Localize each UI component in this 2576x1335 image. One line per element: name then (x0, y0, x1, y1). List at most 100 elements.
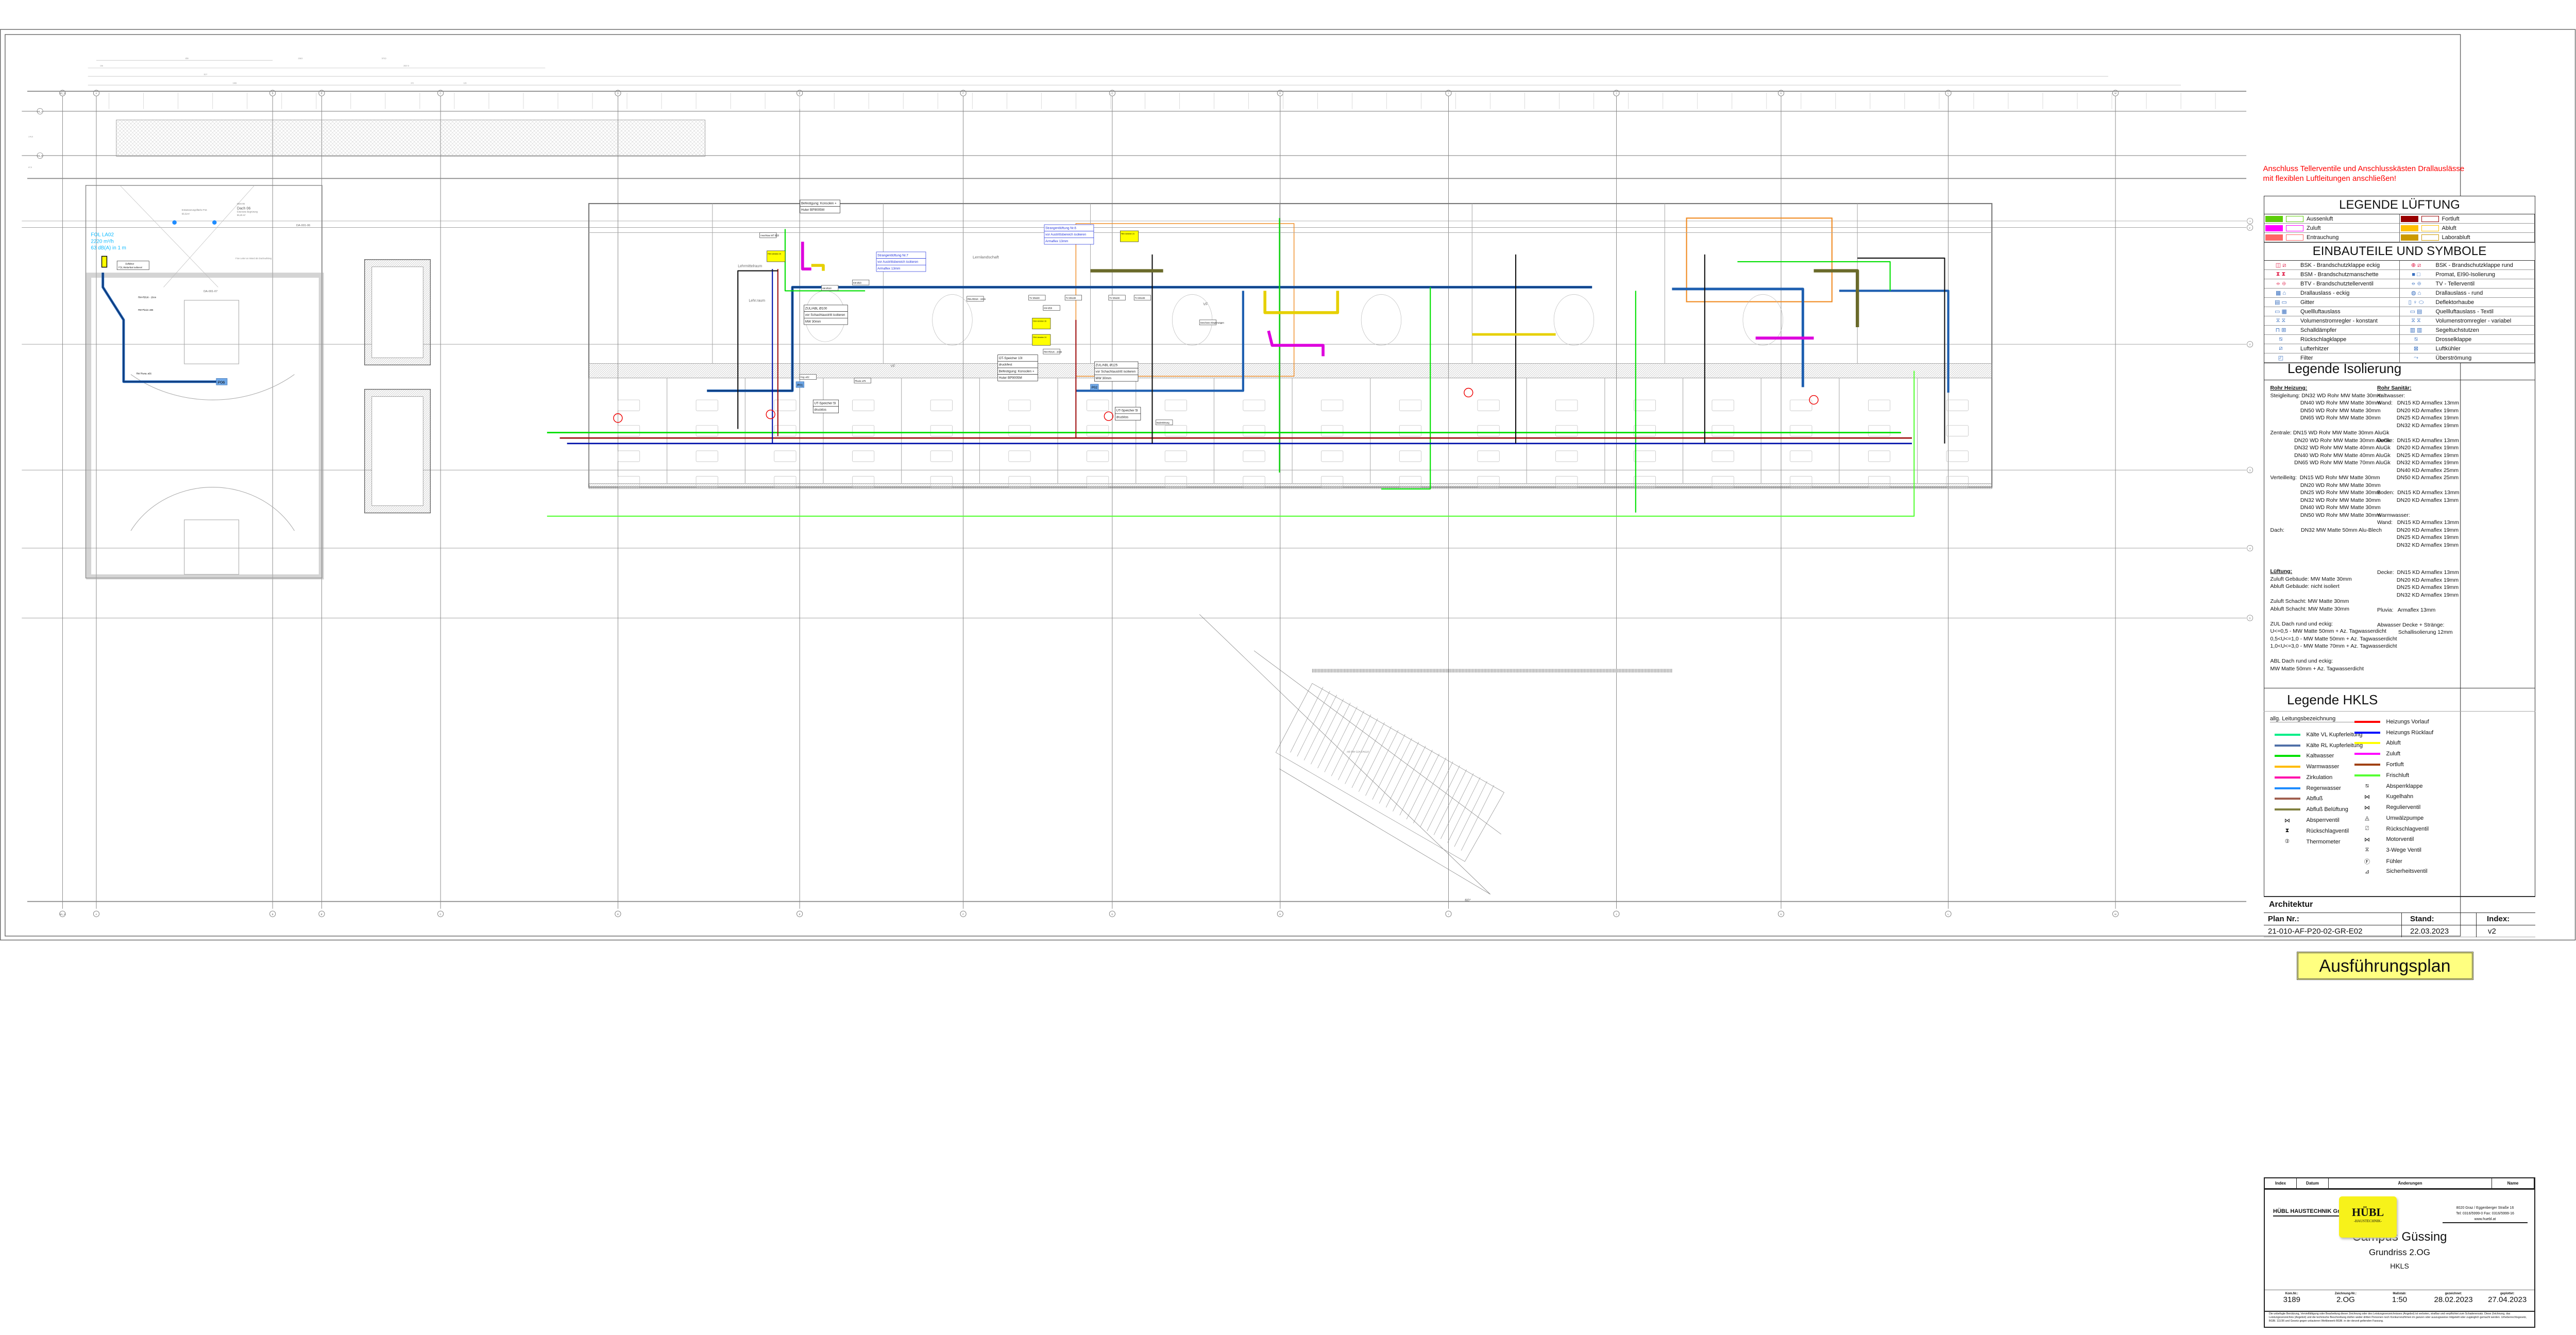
stair-step (1345, 718, 1378, 784)
drain-tag (795, 381, 804, 388)
swirl-diffuser-round-icon: ◍ ⌂ (2411, 290, 2421, 296)
floor-heating-manifold-label: FBH-Verteiler 24 (1033, 336, 1046, 339)
company-name: HÜBL HAUSTECHNIK GmbH (2273, 1208, 2355, 1216)
grid-axis-label: G (1111, 92, 1113, 95)
legend-label: Absperrventil (2306, 817, 2340, 824)
legend-label: Regenwasser (2306, 785, 2341, 791)
check-valve-icon: ⧗ (2285, 827, 2290, 834)
dimension-value: 372 (411, 82, 414, 84)
hkls-legend-item: ⦶Thermometer (2275, 838, 2341, 845)
grid-axis-bubble (2247, 467, 2253, 474)
logo-subtext: -HAUSTECHNIK- (2353, 1219, 2382, 1223)
legend-label: Quellluftauslass - Textil (2435, 308, 2494, 315)
pipe-tag-text: TV DN100 (1135, 297, 1145, 299)
legend-ventilation-item: Abluft (2399, 224, 2535, 233)
disclaimer: Die unbefugte Benützung, Vervielfältigun… (2269, 1312, 2527, 1323)
rain-east (1672, 288, 1804, 387)
grid-axis-label: 1 (2249, 220, 2251, 223)
insulation-ventilation-title: Lüftung: (2270, 568, 2293, 574)
strang-ventilation-7-text: Strangentlüftung Nr.7 (877, 254, 908, 257)
stair-step (1351, 722, 1385, 788)
legend-label: Lufterhitzer (2300, 345, 2329, 352)
promat-insulation-icon: ■ □ (2412, 271, 2420, 278)
legend-symbol-item: ■ □Promat, EI90-Isolierung (2399, 270, 2535, 279)
section-mark-2: DA-001-07 (204, 290, 217, 293)
color-swatch-outline (2421, 225, 2439, 231)
desk-symbol (1790, 450, 1812, 462)
hkls-legend-item: Fortluft (2354, 762, 2404, 768)
title-field-value: 27.04.2023 (2488, 1295, 2527, 1304)
pipe-tag (852, 279, 870, 285)
desk-symbol (1321, 450, 1344, 462)
hkls-legend-item: Regenwasser (2274, 785, 2341, 791)
grid-axis-label: D (617, 92, 619, 95)
dimension-value: 126 (464, 82, 467, 84)
grid-axis-label: H (1279, 913, 1281, 916)
pipe-tag-text: TV DN100 (1109, 297, 1120, 299)
grid-axis-label: M (2114, 92, 2116, 95)
legend-label: Absperrklappe (2386, 783, 2423, 789)
grille-icon: ▤ ▭ (2275, 299, 2287, 306)
discipline: HKLS (2390, 1262, 2409, 1270)
legend-symbol-item: ▭ ▦Quellluftauslass (2264, 307, 2400, 316)
grid-axis-label: M1_N (60, 92, 65, 95)
stair-step (1420, 762, 1453, 827)
desk-symbol (1477, 450, 1500, 462)
pipe-tag-text: Bodenleitung (1157, 421, 1170, 424)
line-swatch (2354, 742, 2380, 745)
legend-symbol-item: ◍ ⌂Drallauslass - rund (2399, 289, 2535, 298)
shaft-block-2-inner (371, 396, 423, 506)
stair-step (1311, 699, 1344, 765)
court-key-bottom (184, 519, 240, 575)
desk-symbol (618, 450, 640, 462)
grid-axis-label: M1_N (60, 913, 65, 916)
grid-axis-label: C (440, 92, 442, 95)
black-pipe2 (1857, 257, 1945, 444)
rain-main-core (707, 286, 1592, 392)
legend-hkls-title: Legende HKLS (2287, 692, 2378, 707)
grid-axis-label: A (96, 92, 97, 95)
grid-axis-label: M1_A (37, 110, 43, 113)
dimension-value: 575,5 (382, 57, 386, 59)
legend-label: Fortluft (2442, 215, 2460, 222)
grid-axis-bubble (2112, 910, 2119, 917)
hkls-legend-item: Frischluft (2354, 772, 2409, 779)
color-swatch-outline (2286, 234, 2303, 241)
legend-label: Regulierventil (2386, 804, 2421, 811)
exhaust-duct-4 (1814, 269, 1859, 327)
insulation-sanitary-text: Kaltwasser: Wand: DN15 KD Armaflex 13mm … (2377, 392, 2460, 548)
legend-label: Überströmung (2435, 354, 2472, 361)
revision-cloud (766, 410, 775, 419)
duct-note-125-text: MW 30mm (1095, 377, 1111, 380)
stair-step (1454, 781, 1487, 847)
legend-label: Entrauchung (2307, 234, 2339, 241)
desk-symbol (1477, 425, 1500, 436)
desk-symbol (1711, 399, 1734, 411)
line-swatch (2354, 763, 2380, 766)
hkls-legend-item: ⋈Kugelhahn (2354, 793, 2413, 800)
grid-axis-bubble (796, 910, 803, 917)
legend-symbol-item: ▯ ♀ ⬭Deflektorhaube (2399, 298, 2535, 307)
deflector-hood-symbol (101, 256, 108, 268)
stair-step (1372, 734, 1405, 800)
legend-label: Aussenluft (2307, 215, 2333, 222)
safety-valve-icon: ⊿ (2364, 868, 2370, 875)
pipe-tag-text: RM=RDUK - 10cm (968, 298, 986, 300)
dimension-value: 176,5 (28, 136, 33, 138)
desk-symbol (1711, 425, 1734, 436)
desk-symbol (618, 476, 640, 487)
ot-storage-note-row (997, 374, 1038, 381)
grid-axis-label: E (799, 913, 801, 916)
logo-text: HÜBL (2351, 1206, 2384, 1219)
duct-note-125-text: vor Schachtaustritt isolieren (1095, 370, 1136, 374)
stair-step (1447, 777, 1481, 843)
stair-step (1385, 741, 1419, 808)
grid-axis-label: 2 (2249, 343, 2251, 346)
drain-tag-label: P02 (1092, 386, 1098, 390)
phone-line: Tel: 0316/5999-0 Fax: 0316/5999-16 (2456, 1212, 2514, 1215)
duct-note-125-text: ZUL/ABL Ø125 (1095, 363, 1117, 367)
fixing-note-text: Befestigung: Konsolen + (801, 201, 837, 205)
pipe-tag (967, 296, 984, 302)
duct-note-100-text: vor Schachtaustritt isolieren (805, 313, 845, 317)
